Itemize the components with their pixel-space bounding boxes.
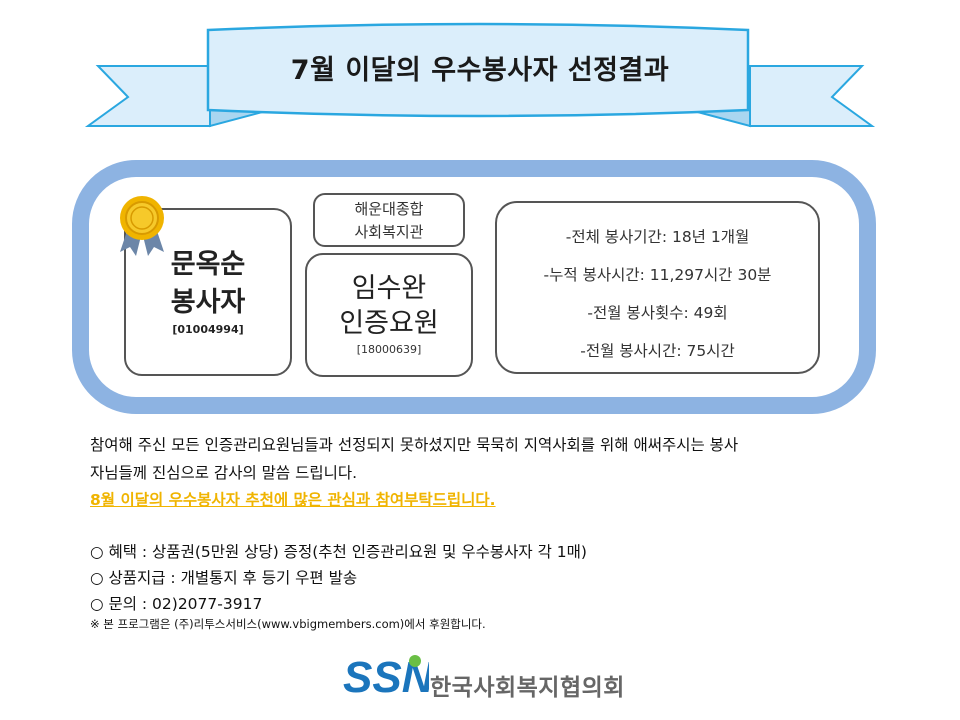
medal-icon [120, 196, 164, 256]
recommender-name-line1: 임수완 [351, 273, 427, 304]
recommender-card: 임수완 인증요원 [18000639] [305, 253, 473, 377]
organization-line2: 사회복지관 [354, 223, 424, 241]
recommender-name: 임수완 인증요원 [307, 271, 471, 341]
winner-name-line2: 봉사자 [170, 287, 246, 318]
info-delivery: ○ 상품지급 : 개별통지 후 등기 우편 발송 [90, 569, 358, 587]
info-sponsor: ※ 본 프로그램은 (주)리투스서비스(www.vbigmembers.com)… [90, 617, 486, 631]
stat-total-period: -전체 봉사기간: 18년 1개월 [565, 228, 750, 246]
winner-name-line1: 문옥순 [170, 249, 246, 280]
stats-card: -전체 봉사기간: 18년 1개월 -누적 봉사시간: 11,297시간 30분… [495, 201, 820, 374]
message-highlight: 8월 이달의 우수봉사자 추천에 많은 관심과 참여부탁드립니다. [90, 491, 496, 509]
message-line2: 자님들께 진심으로 감사의 말씀 드립니다. [90, 464, 358, 482]
message-line1: 참여해 주신 모든 인증관리요원님들과 선정되지 못하셨지만 묵묵히 지역사회를… [90, 436, 739, 454]
ribbon-banner [84, 22, 876, 128]
banner-title: 7월 이달의 우수봉사자 선정결과 [290, 55, 670, 86]
winner-card: 문옥순 봉사자 [01004994] [124, 208, 292, 376]
winner-id: [01004994] [172, 323, 244, 336]
winner-name: 문옥순 봉사자 [126, 246, 290, 322]
stat-monthly-hours: -전월 봉사시간: 75시간 [580, 342, 735, 360]
ssn-logo: SSN [343, 653, 429, 698]
recommender-id: [18000639] [356, 343, 422, 356]
recommender-name-line2: 인증요원 [339, 308, 439, 339]
logo-dot [409, 655, 421, 667]
info-contact: ○ 문의 : 02)2077-3917 [90, 595, 263, 613]
info-benefit: ○ 혜택 : 상품권(5만원 상당) 증정(추천 인증관리요원 및 우수봉사자 … [90, 543, 587, 561]
stat-monthly-count: -전월 봉사횟수: 49회 [587, 304, 728, 322]
footer-org-name: 한국사회복지협의회 [430, 675, 625, 701]
organization-line1: 해운대종합 [354, 200, 424, 218]
stat-cumulative-hours: -누적 봉사시간: 11,297시간 30분 [543, 266, 772, 284]
organization-card: 해운대종합 사회복지관 [313, 193, 465, 247]
